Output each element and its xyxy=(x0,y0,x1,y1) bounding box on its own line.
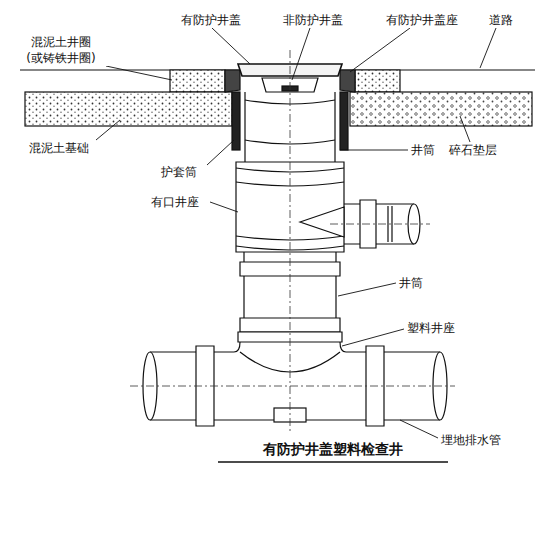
part-label: 井筒 xyxy=(410,142,436,158)
part-label: 碎石垫层 xyxy=(448,142,498,158)
part-label: 非防护井盖 xyxy=(282,12,344,28)
leader-line xyxy=(96,120,120,140)
part-label: 混泥土基础 xyxy=(28,140,90,156)
part-label: 埋地排水管 xyxy=(440,432,502,448)
part-label: 有防护井盖 xyxy=(180,12,242,28)
leader-line xyxy=(460,116,470,142)
centerline xyxy=(290,50,291,432)
leader-line xyxy=(207,140,234,165)
part-label: 井筒 xyxy=(398,275,424,291)
leader-line xyxy=(338,283,396,296)
concrete-ring xyxy=(355,70,400,92)
leader-line xyxy=(106,66,172,80)
leader-line xyxy=(350,28,410,72)
part-label: 护套筒 xyxy=(160,164,198,180)
part-label: 道路 xyxy=(488,12,514,28)
part-label: 混泥土井圈 (或铸铁井圈) xyxy=(14,34,108,66)
leader-line xyxy=(212,28,250,64)
part-label: 有口井座 xyxy=(150,194,200,210)
concrete-ring xyxy=(170,70,225,92)
title-underline xyxy=(218,461,448,462)
branch-cone xyxy=(300,207,344,237)
centerline xyxy=(130,386,455,387)
leader-line xyxy=(400,420,438,438)
sleeve-wall xyxy=(340,92,348,150)
gravel-layer xyxy=(350,92,532,126)
main-pipe xyxy=(150,342,440,352)
leader-line xyxy=(480,28,496,68)
leader-line xyxy=(292,28,310,80)
centerline xyxy=(330,224,430,225)
leader-line xyxy=(340,150,408,151)
leader-line xyxy=(342,329,404,346)
leader-line xyxy=(210,202,238,212)
diagram-title: 有防护井盖塑料检查井 xyxy=(263,441,403,459)
concrete-foundation xyxy=(25,92,232,126)
part-label: 有防护井盖座 xyxy=(385,12,459,28)
part-label: 塑料井座 xyxy=(406,320,456,336)
